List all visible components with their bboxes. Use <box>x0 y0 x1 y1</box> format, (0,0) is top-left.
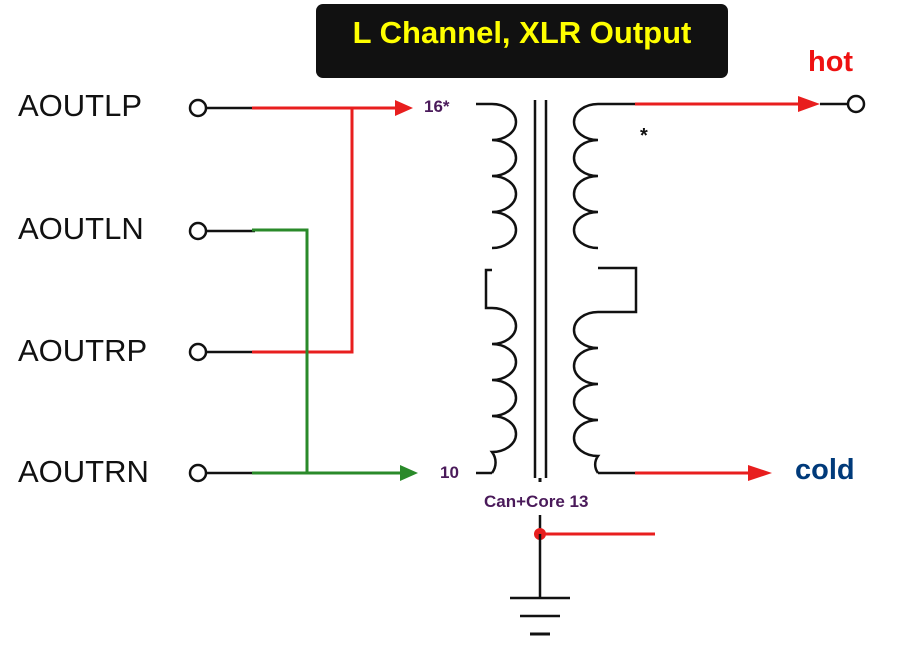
arrow-hot <box>798 96 820 112</box>
terminal-hot <box>846 94 866 114</box>
core-label: Can+Core 13 <box>484 492 589 511</box>
label-aoutrp: AOUTRP <box>18 333 148 368</box>
terminal-aoutrp <box>188 342 208 362</box>
diagram-title: L Channel, XLR Output <box>352 15 692 50</box>
transformer <box>476 100 638 482</box>
arrow-cold <box>748 465 772 481</box>
secondary-winding-lower <box>572 310 601 474</box>
negative-wires <box>252 228 418 481</box>
input-terminals <box>188 98 255 483</box>
arrow-to-tap16 <box>395 100 413 116</box>
arrow-to-tap10 <box>400 465 418 481</box>
output-wires <box>635 94 866 481</box>
label-aoutln: AOUTLN <box>18 211 144 246</box>
label-aoutrn: AOUTRN <box>18 454 149 489</box>
ground <box>510 515 655 636</box>
cold-label: cold <box>795 454 855 486</box>
secondary-dot-marker: * <box>640 125 648 147</box>
tap-16-label: 16* <box>424 97 450 116</box>
terminal-aoutlp <box>188 98 208 118</box>
secondary-center-link <box>598 266 638 314</box>
primary-winding-lower <box>489 306 518 474</box>
terminal-aoutrn <box>188 463 208 483</box>
primary-center-link <box>484 268 492 310</box>
positive-wires <box>252 100 413 354</box>
tap-10-label: 10 <box>440 463 459 482</box>
label-aoutlp: AOUTLP <box>18 88 143 123</box>
hot-label: hot <box>808 46 854 78</box>
title-banner <box>316 4 728 78</box>
terminal-aoutln <box>188 221 208 241</box>
primary-winding-upper <box>491 102 518 250</box>
secondary-winding-upper <box>572 102 599 250</box>
